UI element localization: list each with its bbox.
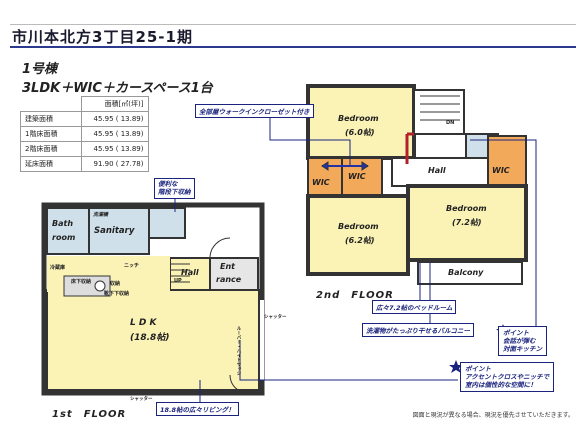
sanitary-label: Sanitary: [94, 226, 135, 236]
floor2-label: 2nd FLOOR: [316, 290, 394, 301]
area-value: 91.90 ( 27.78): [80, 156, 149, 172]
note-accent-line2: アクセントクロスやニッチで: [465, 373, 550, 382]
note-kitchen-line2: 会話が弾む: [503, 337, 536, 346]
ldk-label: L D K: [130, 318, 157, 328]
bedroom-7-2-label: Bedroom: [446, 204, 487, 213]
note-bedroom: 広々7.2帖のベッドルーム: [372, 300, 457, 314]
note-kitchen: ポイント 会話が弾む 対面キッチン: [498, 326, 547, 357]
title-underline: [10, 46, 576, 48]
shutter-label: シャッター: [264, 315, 287, 320]
note-leaders: [174, 111, 537, 402]
hall-2f-label: Hall: [428, 166, 446, 175]
entrance-label-2: rance: [216, 275, 242, 284]
note-accent: ポイント アクセントクロスやニッチで 室内は個性的な空間に！: [460, 362, 555, 393]
floor1-label: 1st FLOOR: [52, 409, 127, 420]
underfloor-storage-label: 床下収納: [71, 279, 92, 285]
niche-label: ニッチ: [124, 263, 140, 269]
bedroom-6-0-label: Bedroom: [338, 114, 379, 123]
ldk-size: (18.8帖): [130, 333, 170, 343]
shoebox-label: 靴下下収納: [104, 291, 130, 297]
up-label: UP: [174, 278, 182, 284]
bath-label: Bath: [52, 219, 74, 228]
bath-label-2: room: [52, 233, 76, 242]
floor2-plan: [306, 84, 528, 285]
note-accent-line1: ポイント: [465, 365, 491, 373]
layout-summary: 3LDK＋WIC＋カースペース1台: [22, 81, 213, 96]
note-stair-storage: 便利な 階段下収納: [154, 178, 195, 199]
storage-label: 収納: [110, 281, 121, 287]
note-kitchen-line3: 対面キッチン: [503, 345, 542, 354]
window-label: ルーバー・ハイトサッシ: [236, 326, 241, 376]
balcony-label: Balcony: [448, 268, 484, 277]
wic-label-2: WIC: [348, 172, 366, 181]
bedroom-6-2-label: Bedroom: [338, 222, 379, 231]
page-title: 市川本北方3丁目25-1期: [12, 28, 193, 46]
bedroom-6-2-size: (6.2帖): [345, 236, 375, 245]
floor1-plan: [41, 202, 265, 396]
entrance-label: Ent: [220, 262, 235, 271]
bedroom-6-0-size: (6.0帖): [345, 128, 375, 137]
note-kitchen-line1: ポイント: [503, 329, 529, 337]
note-living: 18.8帖の広々リビング！: [156, 402, 239, 416]
fridge-label: 冷蔵庫: [50, 265, 66, 271]
down-label: DN: [446, 120, 455, 126]
bedroom-7-2-size: (7.2帖): [452, 218, 482, 227]
note-accent-line3: 室内は個性的な空間に！: [465, 381, 537, 390]
building-name: 1号棟: [22, 62, 58, 77]
wic-label-3: WIC: [492, 166, 510, 175]
shutter-label-2: シャッター: [130, 397, 153, 402]
wic-label-1: WIC: [312, 178, 330, 187]
note-balcony: 洗濯物がたっぷり干せるバルコニー: [362, 323, 474, 337]
hall-1f-label: Hall: [181, 268, 199, 277]
note-wic-all-rooms: 全部屋ウォークインクローゼット付き: [195, 104, 314, 118]
disclaimer: 図面と現況が異なる場合、現況を優先させていただきます。: [412, 412, 574, 419]
top-divider: [10, 24, 576, 25]
washer-label: 洗濯機: [93, 212, 109, 218]
